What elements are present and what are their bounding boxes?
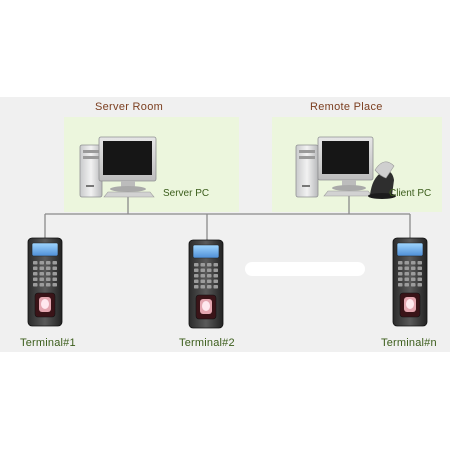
remote-place-title: Remote Place [310,101,383,113]
terminal-n-label: Terminal#n [381,337,437,349]
server-pc-label: Server PC [163,188,210,199]
terminal-1-label: Terminal#1 [20,337,76,349]
terminal-n-device-icon [392,237,428,327]
terminal-2-device-icon [188,239,224,329]
client-pc-icon [295,136,374,198]
terminal-1-device-icon [27,237,63,327]
terminal-2-label: Terminal#2 [179,337,235,349]
decorative-highlight [245,262,365,276]
server-pc-icon [79,136,157,198]
fingerprint-reader-icon [368,161,396,199]
server-room-title: Server Room [95,101,164,113]
client-pc-label: Client PC [389,188,432,199]
